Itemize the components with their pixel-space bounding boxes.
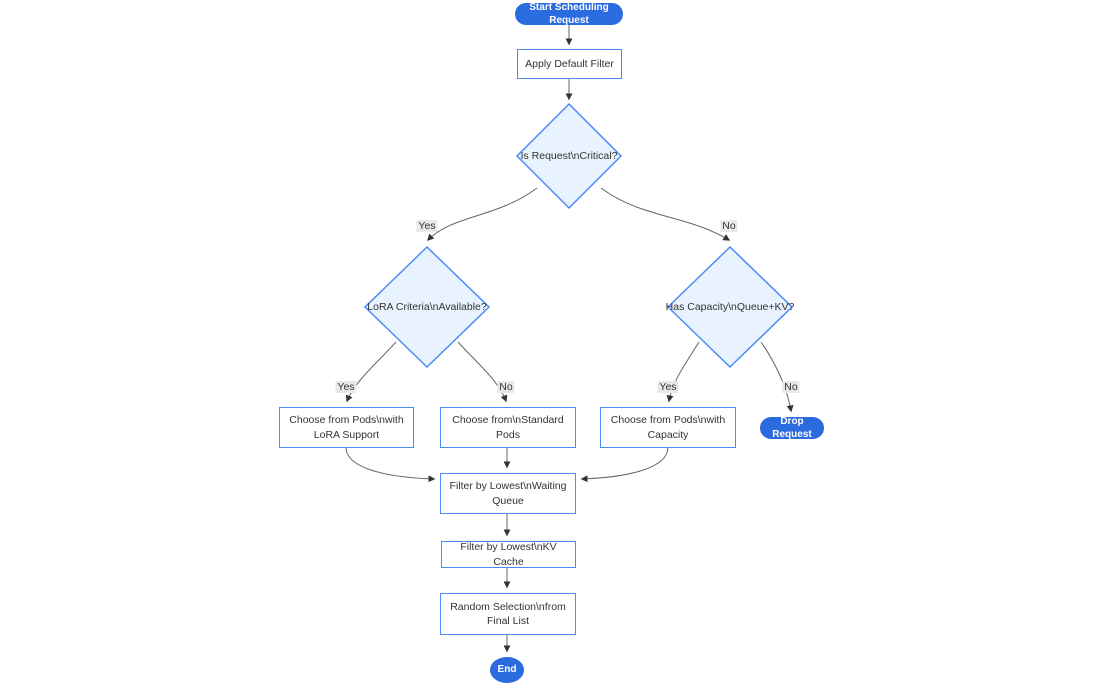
edge-capacity-yes — [666, 341, 700, 403]
node-end-label: End — [497, 664, 517, 676]
node-choose-lora-pods-label: Choose from Pods\nwith LoRA Support — [289, 414, 404, 441]
node-choose-capacity-pods-label: Choose from Pods\nwith Capacity — [610, 414, 726, 441]
decision-is-critical-shape — [515, 102, 623, 210]
node-choose-lora-pods: Choose from Pods\nwith LoRA Support — [279, 407, 414, 448]
edge-label-capacity-yes: Yes — [657, 381, 679, 393]
edge-critical-no — [600, 187, 731, 241]
node-apply-default-filter: Apply Default Filter — [517, 49, 622, 79]
edge-lorabox-to-filter — [345, 447, 436, 483]
node-random-selection-label: Random Selection\nfrom Final List — [450, 600, 566, 627]
node-end: End — [490, 657, 524, 683]
node-drop-request: Drop Request — [760, 415, 824, 441]
node-filter-kv-cache-label: Filter by Lowest\nKV Cache — [460, 541, 557, 568]
node-choose-standard-pods: Choose from\nStandard Pods — [440, 407, 576, 448]
node-random-selection: Random Selection\nfrom Final List — [440, 593, 576, 635]
node-choose-capacity-pods: Choose from Pods\nwith Capacity — [600, 407, 736, 448]
node-start: Start Scheduling Request — [515, 1, 623, 27]
edge-capacity-no — [760, 341, 794, 413]
edge-label-lora-yes: Yes — [335, 381, 357, 393]
edge-label-critical-yes: Yes — [416, 220, 438, 232]
node-apply-default-filter-label: Apply Default Filter — [525, 57, 614, 70]
edge-lora-no — [457, 341, 508, 403]
edge-label-lora-no: No — [497, 381, 515, 393]
decision-has-capacity-shape — [666, 245, 794, 369]
edge-capacitybox-to-filter — [580, 447, 669, 483]
edge-critical-yes — [427, 187, 538, 242]
node-drop-request-label: Drop Request — [772, 415, 812, 441]
edge-lora-yes — [345, 341, 397, 403]
node-has-capacity-label: Has Capacity\nQueue+KV? — [665, 301, 795, 313]
node-lora-criteria-label: LoRA Criteria\nAvailable? — [367, 301, 487, 313]
node-filter-waiting-queue-label: Filter by Lowest\nWaiting Queue — [449, 480, 567, 507]
node-filter-kv-cache: Filter by Lowest\nKV Cache — [441, 541, 576, 568]
node-choose-standard-pods-label: Choose from\nStandard Pods — [452, 414, 564, 441]
edge-label-critical-no: No — [720, 220, 738, 232]
decision-lora-criteria-shape — [363, 245, 491, 369]
edge-label-capacity-no: No — [782, 381, 800, 393]
node-start-label: Start Scheduling Request — [529, 1, 609, 27]
node-filter-waiting-queue: Filter by Lowest\nWaiting Queue — [440, 473, 576, 514]
node-is-critical-label: Is Request\nCritical? — [520, 150, 618, 162]
